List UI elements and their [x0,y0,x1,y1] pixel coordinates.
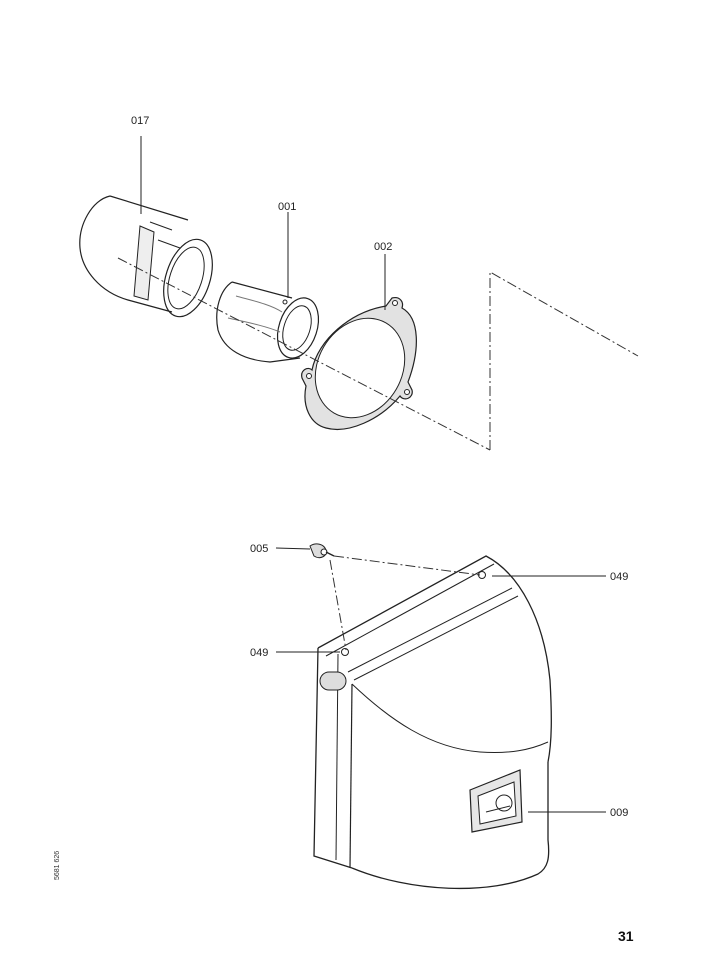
assembly-axis [117,257,639,451]
label-049-top: 049 [610,571,628,583]
label-001: 001 [278,201,296,213]
gasket-part-002 [301,254,417,430]
label-005: 005 [250,543,268,555]
fastening-axis [329,555,481,651]
housing-part-009 [313,555,552,890]
label-049-left: 049 [250,647,268,659]
label-017: 017 [131,115,149,127]
label-002: 002 [374,241,392,253]
ring-part-001 [216,212,320,363]
screw-part-005 [309,543,335,559]
sleeve-part-017 [79,136,213,318]
leader-005 [275,547,311,550]
document-id: 5681 626 [54,850,61,880]
page-number: 31 [618,928,634,944]
label-009: 009 [610,807,628,819]
